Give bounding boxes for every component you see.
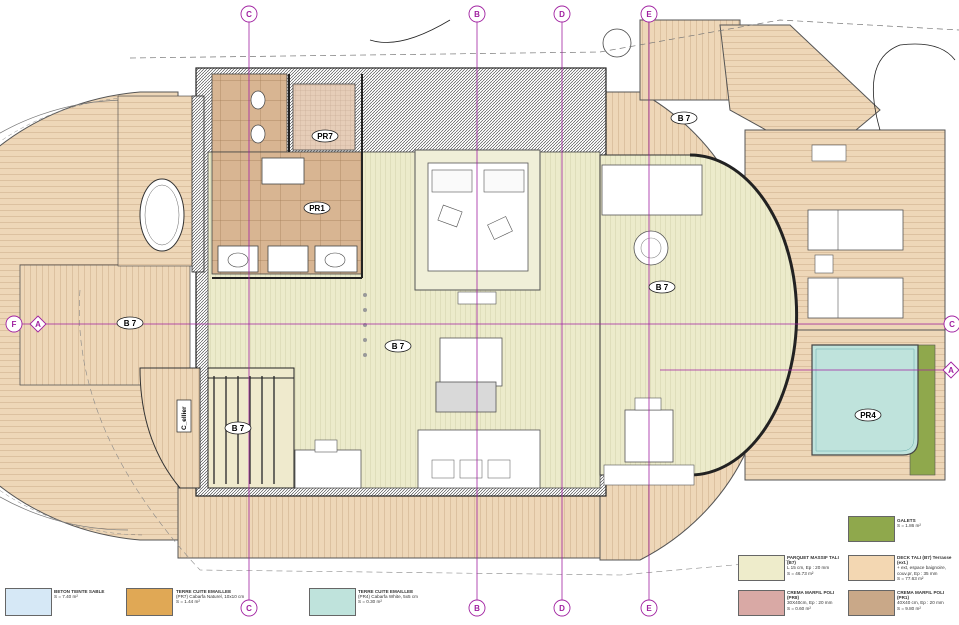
legend-swatch-crema-pr1 — [848, 590, 895, 616]
legend-swatch-terre-pr4 — [309, 588, 356, 616]
grid-label-c-right: C — [949, 320, 955, 329]
grid-marker-f: F — [5, 315, 23, 333]
pool — [811, 344, 919, 456]
grid-label-b-top: B — [474, 10, 480, 19]
wc-floor — [211, 73, 288, 153]
grid-label-a-right: A — [948, 366, 954, 375]
room-tag-b7-right: B 7 — [648, 280, 676, 294]
cellier-label: C_ellier — [181, 406, 188, 430]
legend-swatch-terre-pr7 — [126, 588, 173, 616]
legend-text-deck: DECK TALI (B7) Terrasse (ext.)+ ext, esp… — [897, 555, 952, 581]
grid-marker-c-right: C — [943, 315, 959, 333]
entry-deck — [19, 264, 191, 386]
gridlines-horizontal — [22, 323, 944, 371]
svg-text:B 7: B 7 — [232, 424, 245, 433]
grid-marker-a-left: A — [29, 315, 47, 333]
coffee-table — [435, 381, 497, 413]
deck-bottom — [177, 487, 609, 559]
svg-text:PR1: PR1 — [309, 204, 325, 213]
grid-label-e-bottom: E — [646, 604, 652, 613]
room-tag-b7-top: B 7 — [670, 111, 698, 125]
grid-label-d-top: D — [559, 10, 565, 19]
grid-label-d-bottom: D — [559, 604, 565, 613]
grid-label-c-bottom: C — [246, 604, 252, 613]
grid-marker-d-top — [553, 5, 571, 23]
desk — [294, 449, 362, 489]
grid-label-b-bottom: B — [474, 604, 480, 613]
grid-marker-c-top — [240, 5, 258, 23]
legend-swatch-galets — [848, 516, 895, 542]
legend-swatch-parquet — [738, 555, 785, 581]
grid-marker-a-right: A — [942, 361, 959, 379]
legend-text-beton: BETON TEINTE SABLE S = 7.40 m² — [54, 589, 105, 600]
grid-marker-e-top — [640, 5, 658, 23]
grid-label-c-top: C — [246, 10, 252, 19]
svg-text:B 7: B 7 — [656, 283, 669, 292]
lounge-sofa — [417, 429, 541, 489]
bathtub — [139, 178, 185, 252]
legend-text-parquet: PARQUET MASSIF TALI (B7)L 15 cm, Ep : 20… — [787, 555, 839, 576]
legend-swatch-beton — [5, 588, 52, 616]
lounger-1 — [807, 209, 904, 251]
room-tag-pr7: PR7 — [311, 129, 339, 143]
grid-label-a-left: A — [35, 320, 41, 329]
grid-marker-d-bottom — [553, 599, 571, 617]
lounger-2 — [807, 277, 904, 319]
svg-text:PR4: PR4 — [860, 411, 876, 420]
legend-text-terre-pr7: TERRE CUITE EMAILLEE(PR7) Cabarfa Nature… — [176, 589, 245, 605]
legend-text-terre-pr4: TERRE CUITE EMAILLEE(PR4) Cabarfa White,… — [358, 589, 418, 605]
room-tag-b7-sauna: B 7 — [224, 421, 252, 435]
round-rug — [633, 230, 669, 266]
svg-text:B 7: B 7 — [392, 342, 405, 351]
room-tag-pr1: PR1 — [303, 201, 331, 215]
svg-text:B 7: B 7 — [678, 114, 691, 123]
legend-text-crema-pr1: CREMA MARFIL POLI (PR1)40X40 cm, Ep : 20… — [897, 590, 945, 611]
grid-label-f: F — [12, 320, 17, 329]
daybed — [601, 164, 703, 216]
legend-text-crema-pr8: CREMA MARFIL POLI (PR8)30X40cm, Ep : 20 … — [787, 590, 835, 611]
room-tag-pr4: PR4 — [854, 408, 882, 422]
legend-swatch-deck — [848, 555, 895, 581]
grid-label-e-top: E — [646, 10, 652, 19]
grid-marker-c-bottom — [240, 599, 258, 617]
grid-marker-b-bottom — [468, 599, 486, 617]
room-tag-b7-left: B 7 — [116, 316, 144, 330]
room-tag-b7-center: B 7 — [384, 339, 412, 353]
svg-text:PR7: PR7 — [317, 132, 333, 141]
legend-swatch-crema-pr8 — [738, 590, 785, 616]
svg-text:B 7: B 7 — [124, 319, 137, 328]
grid-marker-b-top — [468, 5, 486, 23]
cellier-curve — [139, 367, 201, 489]
gridlines-vertical: C C B B D D E E — [240, 5, 658, 617]
grid-marker-e-bottom — [640, 599, 658, 617]
sofa — [439, 337, 503, 387]
